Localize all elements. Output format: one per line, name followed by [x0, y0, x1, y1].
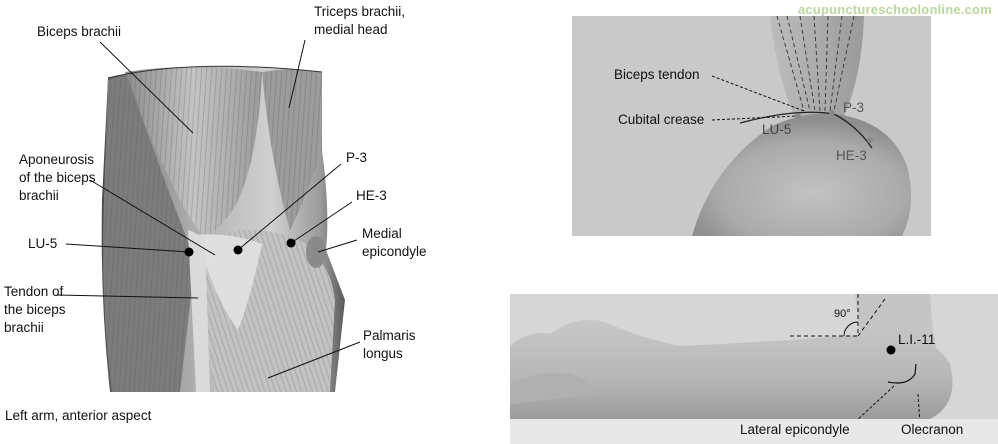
photo-label-biceps-tendon: Biceps tendon [614, 67, 700, 82]
photo-label-cubital-crease: Cubital crease [618, 112, 705, 127]
anatomy-leaders [56, 39, 361, 379]
label-medial-2: epicondyle [362, 244, 427, 259]
caption-left-arm: Left arm, anterior aspect [5, 408, 152, 423]
label-lu5: LU-5 [28, 236, 58, 251]
label-aponeurosis-3: brachii [19, 188, 59, 203]
label-he3: HE-3 [356, 188, 387, 203]
photo-label-90-degrees: 90° [834, 308, 851, 320]
photo-label-lateral-epicondyle: Lateral epicondyle [740, 422, 850, 437]
label-aponeurosis-2: of the biceps [19, 170, 96, 185]
label-triceps-2: medial head [314, 22, 388, 37]
anatomy-illustration [0, 0, 470, 444]
point-lu5 [184, 247, 194, 257]
point-p3 [233, 245, 243, 255]
label-tendon-2: the biceps [4, 302, 66, 317]
label-palmaris-1: Palmaris [363, 328, 416, 343]
photo-label-he3: HE-3 [836, 148, 867, 163]
point-he3 [286, 238, 296, 248]
label-palmaris-2: longus [363, 346, 403, 361]
watermark: acupunctureschoolonline.com [798, 2, 992, 17]
photo-label-li11: L.I.-11 [898, 332, 936, 347]
photo-cubital-crease: Biceps tendon Cubital crease LU-5 P-3 HE… [572, 16, 931, 236]
photo-label-lu5: LU-5 [762, 122, 792, 137]
photo-point-li11 [886, 345, 896, 355]
label-aponeurosis-1: Aponeurosis [19, 152, 95, 167]
aponeurosis-sheet [196, 234, 262, 330]
label-medial-1: Medial [362, 226, 402, 241]
photo-label-p3: P-3 [843, 100, 865, 115]
photo-bent-elbow: 90° L.I.-11 Lateral epicondyle Olecranon [510, 294, 998, 444]
label-biceps-brachii: Biceps brachii [37, 24, 122, 39]
label-p3: P-3 [346, 150, 368, 165]
label-tendon-1: Tendon of [4, 284, 64, 299]
photo-point-p3 [829, 110, 835, 116]
photo-point-lu5 [795, 113, 801, 119]
photo-label-olecranon: Olecranon [901, 422, 964, 437]
photo-point-he3 [867, 137, 873, 143]
label-triceps-1: Triceps brachii, [314, 4, 406, 19]
label-tendon-3: brachii [4, 320, 44, 335]
